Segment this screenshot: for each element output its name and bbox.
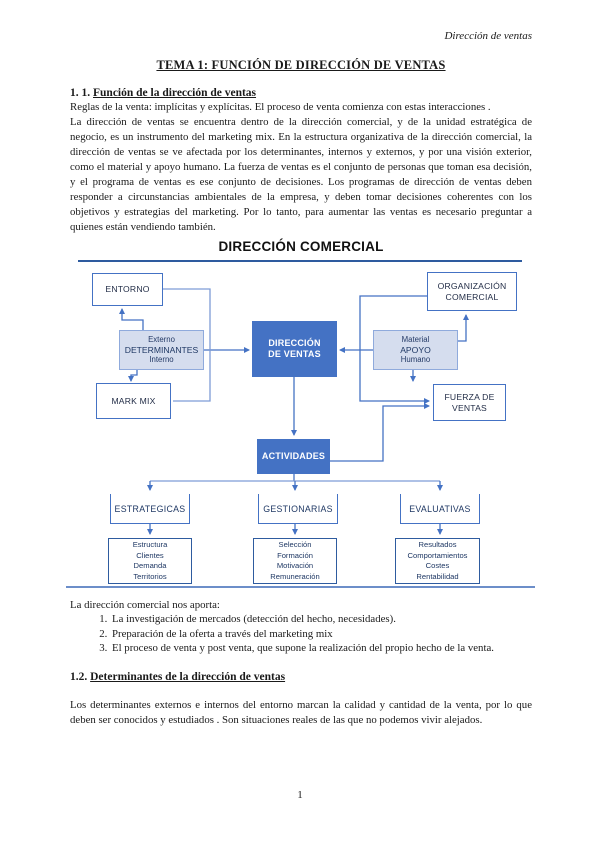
arrow-determinantes-to-markmix xyxy=(128,370,138,382)
list-item: Motivación xyxy=(276,561,314,570)
arrow-actividades-to-fuerza xyxy=(330,403,430,462)
diagram-box-organizacion-comercial: ORGANIZACIÓN COMERCIAL xyxy=(427,272,517,311)
section-1-intro-line: Reglas de la venta: implícitas y explíci… xyxy=(70,101,491,113)
apoyo-label: APOYO xyxy=(400,345,431,355)
diagram-box-fuerza-de-ventas: FUERZA DE VENTAS xyxy=(433,384,506,421)
diagram-bottom-rule xyxy=(66,586,535,588)
section-2-number: 1.2. xyxy=(70,670,88,683)
diagram-title: DIRECCIÓN COMERCIAL xyxy=(218,239,384,254)
apoyo-material-label: Material xyxy=(401,335,430,344)
list-item: Selección xyxy=(278,540,312,549)
diagram-box-mark-mix: MARK MIX xyxy=(96,383,171,419)
determinantes-externo-label: Externo xyxy=(148,335,175,344)
section-1-paragraph: Reglas de la venta: implícitas y explíci… xyxy=(70,100,532,235)
running-header: Dirección de ventas xyxy=(444,30,532,42)
section-2-heading-text: Determinantes de la dirección de ventas xyxy=(90,670,286,683)
list-item: Comportamientos xyxy=(407,550,468,560)
diagram-box-apoyo: Material APOYO Humano xyxy=(373,330,458,370)
diagram-list-gestionarias: Selección Formación Motivación Remunerac… xyxy=(253,538,337,584)
section-1-body-text: La dirección de ventas se encuentra dent… xyxy=(70,116,532,233)
list-item: Formación xyxy=(277,550,313,560)
section-1-number: 1. 1. xyxy=(70,87,91,99)
diagram-box-evaluativas: EVALUATIVAS xyxy=(400,494,480,524)
direccion-comercial-diagram: DIRECCIÓN COMERCIAL xyxy=(66,239,535,591)
list-item: Remuneración xyxy=(270,571,320,581)
diagram-box-actividades: ACTIVIDADES xyxy=(257,439,330,474)
list-item: Clientes xyxy=(136,550,164,560)
apoyo-humano-label: Humano xyxy=(400,355,431,364)
diagram-list-evaluativas: Resultados Comportamientos Costes Rentab… xyxy=(395,538,480,584)
diagram-list-estrategicas: Estructura Clientes Demanda Territorios xyxy=(108,538,192,584)
aporta-item: La investigación de mercados (detección … xyxy=(110,612,532,627)
section-2-heading: 1.2. Determinantes de la dirección de ve… xyxy=(70,671,532,683)
list-item: Costes xyxy=(425,561,450,570)
section-2-paragraph: Los determinantes externos e internos de… xyxy=(70,698,532,726)
list-item: Demanda xyxy=(133,561,167,570)
page-number: 1 xyxy=(297,789,303,801)
arrow-apoyo-to-organizacion xyxy=(458,314,469,342)
aporta-item: Preparación de la oferta a través del ma… xyxy=(110,627,532,642)
aporta-item: El proceso de venta y post venta, que su… xyxy=(110,641,532,656)
diagram-box-entorno: ENTORNO xyxy=(92,273,163,306)
aporta-intro: La dirección comercial nos aporta: xyxy=(70,599,220,611)
section-1-heading-text: Función de la dirección de ventas xyxy=(93,87,257,99)
section-1-heading: 1. 1. Función de la dirección de ventas xyxy=(70,87,532,99)
determinantes-label: DETERMINANTES xyxy=(124,345,199,355)
aporta-list: La investigación de mercados (detección … xyxy=(70,612,532,656)
arrow-determinantes-to-entorno xyxy=(119,308,144,330)
list-item: Rentabilidad xyxy=(416,571,459,581)
determinantes-interno-label: Interno xyxy=(149,355,174,364)
diagram-title-rule xyxy=(78,260,522,262)
diagram-box-determinantes: Externo DETERMINANTES Interno xyxy=(119,330,204,370)
diagram-box-direccion-de-ventas: DIRECCIÓN DE VENTAS xyxy=(252,321,337,377)
list-item: Territorios xyxy=(133,571,167,581)
list-item: Resultados xyxy=(418,540,457,549)
diagram-box-estrategicas: ESTRATEGICAS xyxy=(110,494,190,524)
diagram-box-gestionarias: GESTIONARIAS xyxy=(258,494,338,524)
page-title: TEMA 1: FUNCIÓN DE DIRECCIÓN DE VENTAS xyxy=(156,58,446,72)
list-item: Estructura xyxy=(132,540,168,549)
